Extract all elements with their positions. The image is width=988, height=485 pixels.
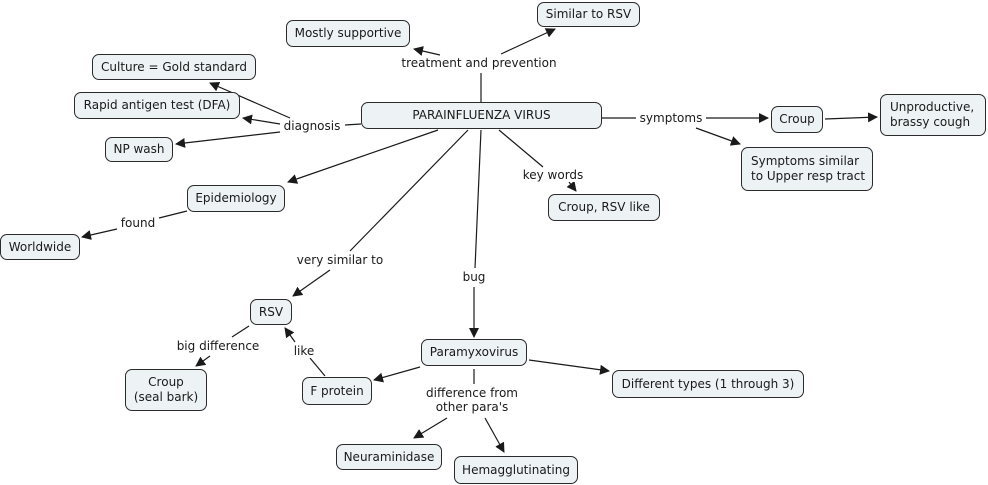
link-label-key-words: key words: [520, 168, 586, 182]
arrow-paramyxovirus-to-types: [528, 359, 610, 375]
line-rsv-to-big-difference: [231, 325, 250, 338]
node-rsv[interactable]: RSV: [250, 299, 292, 325]
line-main-to-keywords: [498, 129, 544, 168]
node-mostly-supportive[interactable]: Mostly supportive: [286, 20, 410, 47]
arrow-croup-to-unproductive: [824, 112, 878, 123]
arrow-diagnosis-to-culture: [209, 82, 291, 119]
node-parainfluenza-virus[interactable]: PARAINFLUENZA VIRUS: [361, 102, 602, 129]
link-label-bug: bug: [460, 270, 488, 284]
arrow-symptoms-to-similar: [695, 127, 741, 146]
node-symptoms-similar-upper-resp[interactable]: Symptoms similar to Upper resp tract: [741, 147, 873, 191]
node-croup-rsv-like[interactable]: Croup, RSV like: [548, 194, 660, 221]
node-hemagglutinating[interactable]: Hemagglutinating: [454, 456, 578, 484]
arrow-like-to-rsv: [284, 327, 296, 343]
node-epidemiology[interactable]: Epidemiology: [187, 185, 285, 212]
arrow-difference-to-neuraminidase: [413, 417, 448, 439]
link-label-treatment-and-prevention: treatment and prevention: [399, 56, 559, 70]
node-rapid-antigen-test[interactable]: Rapid antigen test (DFA): [74, 92, 240, 119]
arrow-found-to-worldwide: [81, 228, 118, 240]
node-neuraminidase[interactable]: Neuraminidase: [336, 444, 442, 470]
arrow-difference-to-hemagglutinating: [484, 417, 505, 453]
node-croup[interactable]: Croup: [771, 106, 823, 133]
node-paramyxovirus[interactable]: Paramyxovirus: [421, 339, 527, 366]
arrow-diagnosis-to-rapid: [242, 114, 281, 125]
arrow-big-difference-to-croup-seal: [195, 355, 211, 367]
arrow-main-to-epidemiology: [287, 129, 439, 184]
node-culture-gold-standard[interactable]: Culture = Gold standard: [92, 54, 256, 80]
link-label-found: found: [118, 216, 158, 230]
node-f-protein[interactable]: F protein: [302, 377, 372, 405]
line-main-to-bug: [474, 129, 482, 269]
node-np-wash[interactable]: NP wash: [105, 137, 173, 162]
arrow-treatment-to-supportive: [413, 46, 441, 56]
node-similar-to-rsv[interactable]: Similar to RSV: [537, 2, 640, 27]
link-label-big-difference: big difference: [174, 339, 262, 353]
node-unproductive-brassy-cough[interactable]: Unproductive, brassy cough: [880, 94, 986, 136]
line-epidemiology-to-found: [158, 210, 188, 219]
node-croup-seal-bark[interactable]: Croup (seal bark): [125, 369, 207, 411]
arrow-treatment-to-similar-rsv: [500, 28, 556, 55]
link-label-difference-from-other-paras: difference from other para's: [424, 386, 520, 414]
link-label-very-similar-to: very similar to: [294, 253, 386, 267]
arrow-very-similar-to-rsv: [292, 269, 331, 297]
arrow-paramyxovirus-to-fprotein: [373, 366, 421, 383]
link-label-like: like: [291, 344, 317, 358]
arrow-diagnosis-to-npwash: [175, 131, 281, 148]
node-worldwide[interactable]: Worldwide: [0, 234, 80, 260]
line-main-to-diagnosis: [344, 123, 362, 126]
line-main-to-very-similar: [349, 129, 469, 252]
line-fprotein-to-like: [309, 357, 326, 377]
node-different-types[interactable]: Different types (1 through 3): [612, 370, 804, 398]
link-label-diagnosis: diagnosis: [281, 119, 343, 133]
arrow-keywords-to-croup-rsv: [566, 180, 577, 192]
link-label-symptoms: symptoms: [637, 111, 705, 125]
